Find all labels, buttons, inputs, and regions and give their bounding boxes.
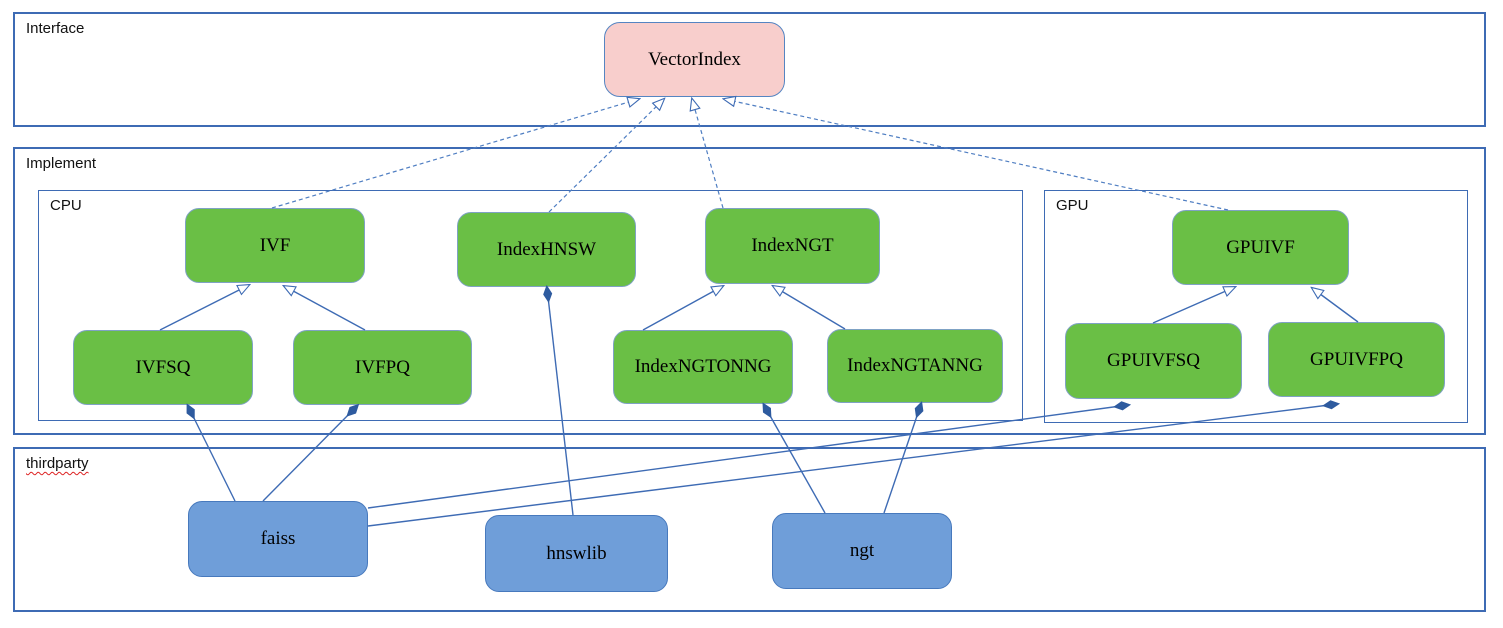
node-faiss[interactable]: faiss [188, 501, 368, 577]
node-faiss-label: faiss [260, 528, 296, 549]
node-indexngtonng-label: IndexNGTONNG [634, 356, 772, 377]
node-indexhnsw-label: IndexHNSW [496, 238, 597, 260]
node-ivf[interactable]: IVF [185, 208, 365, 283]
container-cpu-label: CPU [50, 197, 82, 214]
node-ivfpq[interactable]: IVFPQ [293, 330, 472, 405]
node-ivfsq[interactable]: IVFSQ [73, 330, 253, 405]
node-indexngt[interactable]: IndexNGT [705, 208, 880, 284]
node-gpuivfsq-label: GPUIVFSQ [1107, 350, 1200, 371]
node-indexngtonng[interactable]: IndexNGTONNG [613, 330, 793, 404]
node-gpuivfpq[interactable]: GPUIVFPQ [1268, 322, 1445, 397]
node-gpuivf-label: GPUIVF [1226, 236, 1295, 258]
container-thirdparty-label: thirdparty [26, 455, 89, 472]
node-vectorindex-label: VectorIndex [648, 48, 741, 70]
node-vectorindex[interactable]: VectorIndex [604, 22, 785, 97]
node-ivfsq-label: IVFSQ [135, 356, 191, 378]
node-ngt[interactable]: ngt [772, 513, 952, 589]
node-indexhnsw[interactable]: IndexHNSW [457, 212, 636, 287]
node-indexngtanng-label: IndexNGTANNG [847, 355, 983, 376]
node-ivfpq-label: IVFPQ [355, 356, 410, 378]
node-indexngt-label: IndexNGT [751, 235, 834, 256]
container-implement-label: Implement [26, 155, 97, 172]
node-ivf-label: IVF [259, 234, 291, 256]
container-interface-label: Interface [26, 20, 85, 37]
node-hnswlib-label: hnswlib [546, 542, 607, 564]
node-indexngtanng[interactable]: IndexNGTANNG [827, 329, 1003, 403]
node-gpuivf[interactable]: GPUIVF [1172, 210, 1349, 285]
node-ngt-label: ngt [849, 540, 875, 561]
node-gpuivfpq-label: GPUIVFPQ [1310, 348, 1403, 370]
node-gpuivfsq[interactable]: GPUIVFSQ [1065, 323, 1242, 399]
node-hnswlib[interactable]: hnswlib [485, 515, 668, 592]
container-gpu-label: GPU [1056, 197, 1089, 214]
